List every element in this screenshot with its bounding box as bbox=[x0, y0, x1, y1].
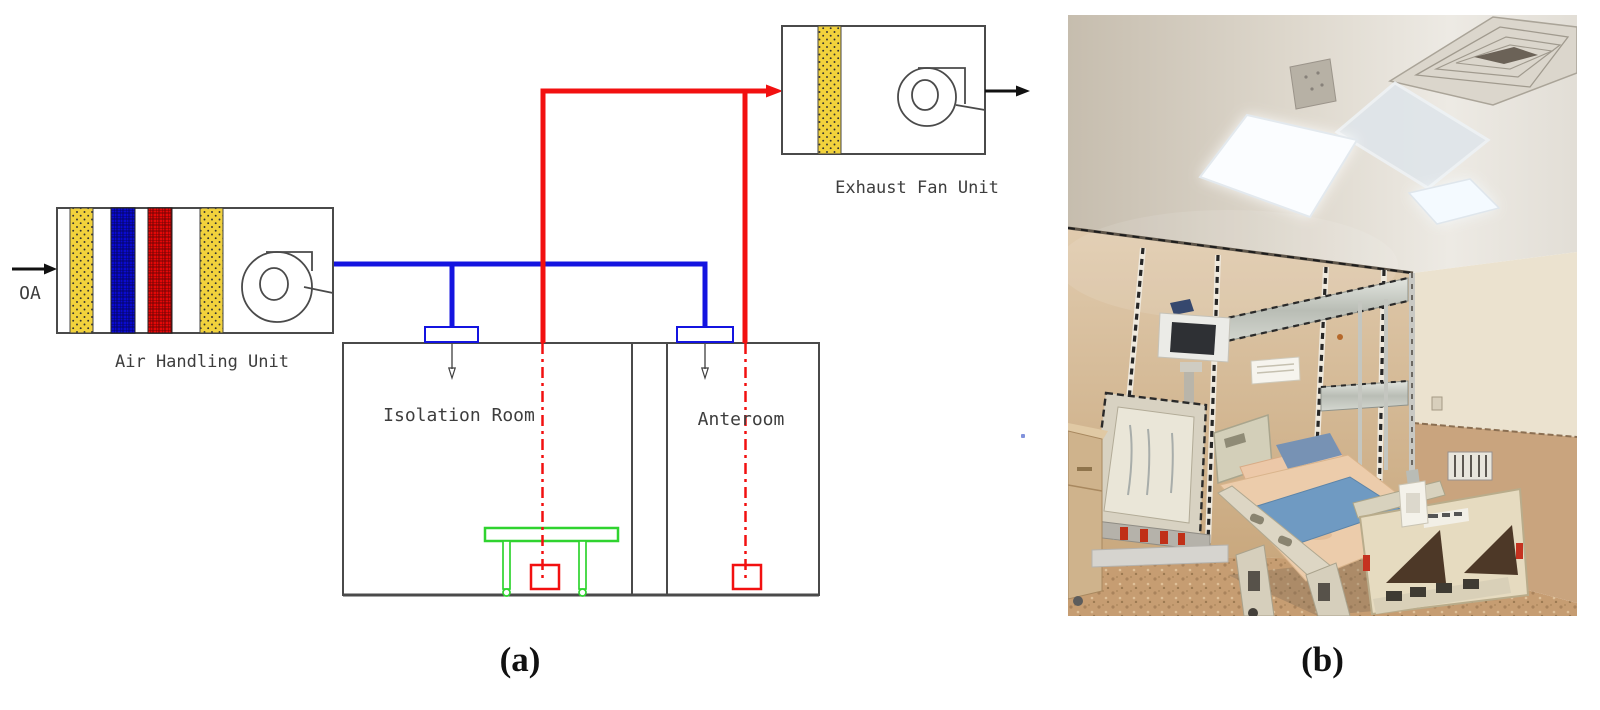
isolation-room-photo bbox=[1068, 15, 1577, 616]
oa-inlet-arrowhead-icon bbox=[44, 263, 57, 275]
rail-dot bbox=[1337, 334, 1343, 340]
wall-note bbox=[1250, 356, 1301, 385]
ceiling-diffuser-icon bbox=[1388, 16, 1577, 106]
hvac-schematic-diagram: OA Air Handling Unit Exhaust Fan Unit Is… bbox=[12, 25, 1030, 597]
cabinet-handle bbox=[1077, 467, 1092, 471]
stray-mark bbox=[1021, 434, 1025, 438]
oa-label: OA bbox=[19, 283, 41, 304]
exhaust-fan-unit bbox=[781, 25, 1030, 155]
ceiling-speaker-icon bbox=[1289, 58, 1337, 110]
table-leg-left bbox=[502, 540, 511, 590]
exhaust-duct-arrow-icon bbox=[766, 84, 783, 98]
wall-rails bbox=[1217, 276, 1409, 485]
ahu-filter-blue-icon bbox=[110, 207, 136, 334]
exhaust-fan-label: Exhaust Fan Unit bbox=[835, 178, 999, 198]
diffuser-isolation bbox=[424, 326, 479, 343]
caption-a: (a) bbox=[499, 640, 541, 679]
ahu-filter-red-icon bbox=[147, 207, 173, 334]
airflow-arrowhead-isolation-icon bbox=[447, 367, 457, 380]
ahu-fan-icon bbox=[241, 251, 334, 323]
footboard-triangle-left bbox=[1386, 530, 1446, 583]
sealed-door-panel bbox=[1088, 391, 1211, 552]
table-leg-right bbox=[578, 540, 587, 590]
anteroom-label: Anteroom bbox=[698, 409, 785, 430]
exhaust-grille-isolation bbox=[529, 563, 561, 591]
ahu-label: Air Handling Unit bbox=[115, 352, 289, 372]
ahu-prefilter-1-icon bbox=[69, 207, 94, 334]
light-panel-main bbox=[1198, 113, 1359, 219]
hospital-bed bbox=[1213, 413, 1530, 616]
table-caster-left bbox=[502, 588, 511, 597]
efu-outlet-arrowhead-icon bbox=[1016, 85, 1030, 97]
bed-caster bbox=[1248, 608, 1258, 616]
air-handling-unit bbox=[12, 207, 334, 334]
folded-blanket bbox=[1276, 433, 1342, 469]
supply-diffusers bbox=[424, 326, 734, 380]
light-panel-frosted bbox=[1334, 81, 1491, 190]
isolation-room-label: Isolation Room bbox=[383, 405, 535, 426]
ahu-prefilter-2-icon bbox=[199, 207, 224, 334]
baseboard bbox=[1091, 544, 1229, 568]
supply-duct bbox=[333, 261, 708, 329]
ceiling-lights bbox=[1198, 81, 1501, 225]
cabinet-caster bbox=[1073, 596, 1083, 606]
footboard-red-marker-left bbox=[1363, 555, 1370, 571]
patient-monitor-icon bbox=[1157, 299, 1231, 414]
table-top bbox=[483, 526, 620, 543]
wainscot-edge bbox=[1412, 422, 1577, 438]
wall-vent-grille bbox=[1447, 451, 1493, 481]
exhaust-main-duct bbox=[540, 88, 768, 343]
wall-outlet bbox=[1431, 396, 1443, 411]
table-caster-right bbox=[578, 588, 587, 597]
footboard-red-marker-right bbox=[1516, 543, 1523, 559]
caption-b: (b) bbox=[1301, 640, 1344, 679]
light-panel-small bbox=[1407, 178, 1501, 225]
diffuser-anteroom bbox=[676, 326, 734, 343]
footboard-triangle-right bbox=[1464, 525, 1518, 575]
supply-main-duct bbox=[333, 261, 708, 329]
right-wall-upper bbox=[1413, 252, 1577, 437]
efu-filter-icon bbox=[817, 25, 842, 155]
airflow-arrowhead-anteroom-icon bbox=[700, 367, 710, 380]
bedside-cabinet bbox=[1068, 423, 1108, 606]
exhaust-duct bbox=[540, 84, 783, 343]
headboard-handle bbox=[1224, 433, 1246, 448]
efu-fan-icon bbox=[897, 67, 986, 127]
patient-table-icon bbox=[483, 526, 620, 597]
exhaust-grille-anteroom bbox=[731, 563, 763, 591]
